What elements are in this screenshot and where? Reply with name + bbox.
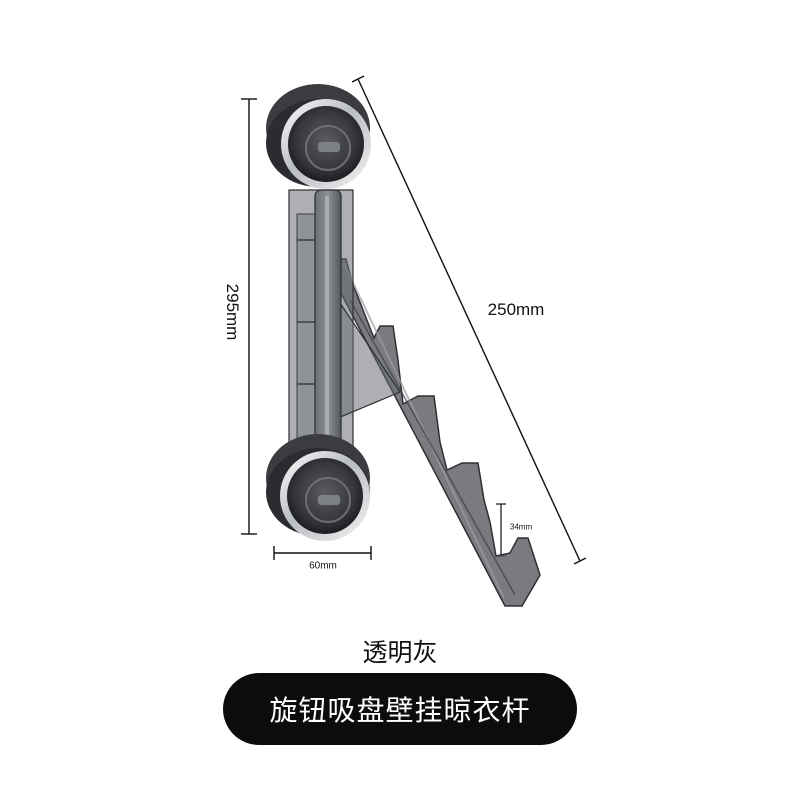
color-name-label: 透明灰 <box>362 638 438 667</box>
length-dimension-label: 250mm <box>487 300 545 319</box>
dimension-width <box>273 546 372 560</box>
top-suction-knob <box>266 84 371 189</box>
dimension-hook <box>496 503 506 557</box>
width-dimension-label: 60mm <box>309 560 337 572</box>
dimension-height <box>241 98 257 535</box>
hook-gap-dimension-label: 34mm <box>509 522 533 532</box>
rod-highlight <box>325 196 329 452</box>
wall-bracket <box>288 189 401 457</box>
height-dimension-label: 295mm <box>223 283 242 341</box>
bottom-suction-knob <box>266 434 370 541</box>
dimension-length <box>351 75 587 565</box>
product-name-text: 旋钮吸盘壁挂晾衣杆 <box>269 694 531 727</box>
product-name-badge: 旋钮吸盘壁挂晾衣杆 <box>223 673 577 745</box>
